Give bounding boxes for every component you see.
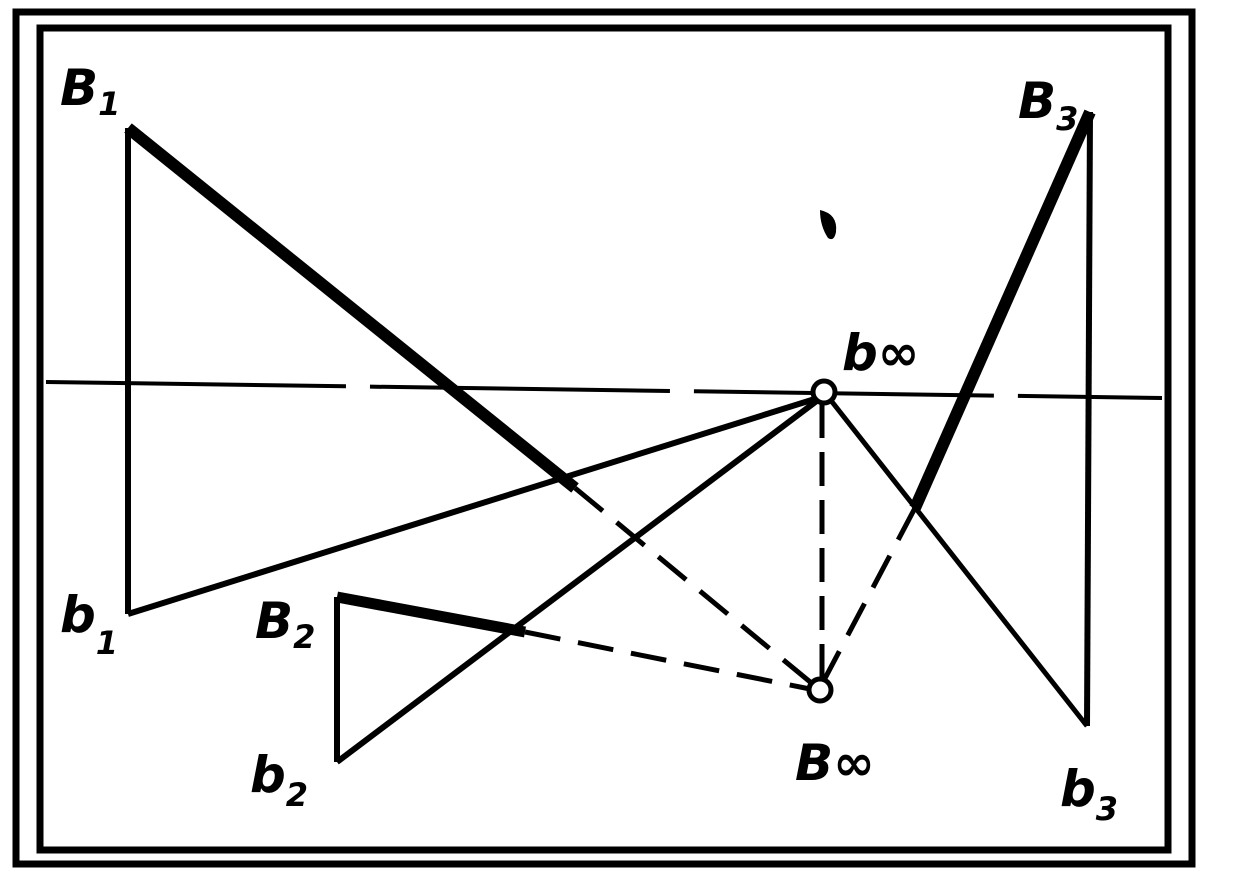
post-3	[1084, 111, 1093, 727]
ink-mark	[820, 210, 837, 240]
line-B3-to-B-inf-dashed	[819, 506, 918, 686]
vanishing-point-B-inf	[806, 676, 834, 704]
label-b3: b3	[1060, 760, 1118, 828]
line-B2-to-B-inf-dashed	[524, 629, 816, 693]
line-b2-to-b-inf	[335, 397, 820, 765]
line-b1-to-b-inf	[127, 395, 819, 617]
label-B3: B3	[1018, 72, 1078, 138]
line-B1-to-B-inf-solid	[124, 123, 579, 493]
label-b-inf: b∞	[842, 324, 919, 382]
line-b3-to-b-inf	[827, 396, 1089, 728]
vanishing-point-b-inf	[810, 378, 838, 406]
outer-frame	[12, 8, 1196, 868]
horizon-line	[45, 380, 1163, 400]
label-b2: b2	[250, 746, 308, 814]
line-B2-to-B-inf-solid	[335, 591, 527, 638]
label-b1: b1	[60, 586, 118, 662]
line-B1-to-B-inf-dashed	[573, 486, 817, 688]
line-B3-to-B-inf-solid	[909, 109, 1096, 511]
inner-frame	[36, 24, 1172, 854]
label-B1: B1	[60, 59, 120, 123]
label-B2: B2	[255, 592, 315, 656]
label-B-inf: B∞	[795, 734, 875, 792]
